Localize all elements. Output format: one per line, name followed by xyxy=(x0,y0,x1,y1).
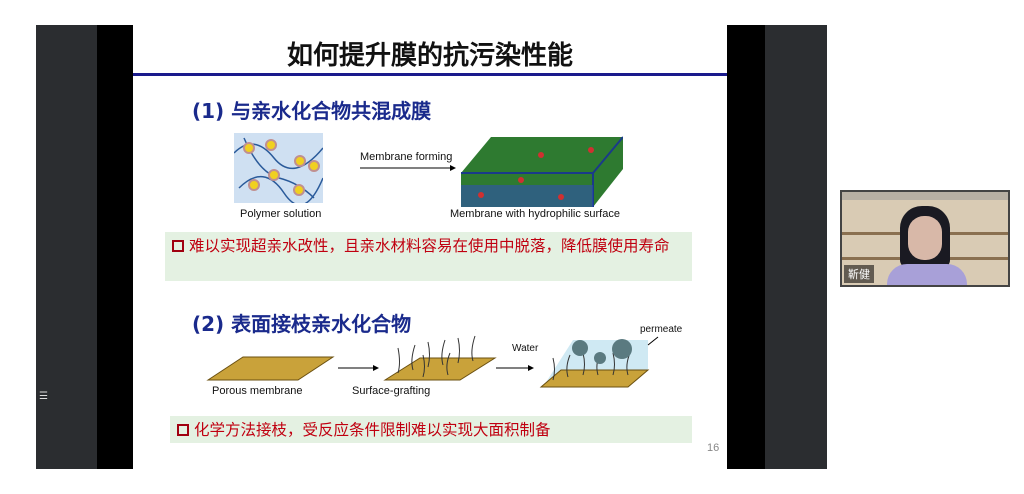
water-label: Water xyxy=(512,343,539,354)
left-panel xyxy=(36,25,97,469)
title-divider xyxy=(133,73,727,76)
slide-title: 如何提升膜的抗污染性能 xyxy=(286,41,573,71)
section1-heading: (1) 与亲水化合物共混成膜 xyxy=(192,99,432,123)
polymer-solution-image xyxy=(234,133,323,203)
section1-note: 难以实现超亲水改性，且亲水材料容易在使用中脱落，降低膜使用寿命 xyxy=(165,232,692,281)
participant-face xyxy=(908,216,942,260)
list-icon[interactable]: ☰ xyxy=(39,391,48,402)
page-number: 16 xyxy=(707,442,720,454)
section2-note: 化学方法接枝，受反应条件限制难以实现大面积制备 xyxy=(170,416,692,443)
surface-grafting-diagram xyxy=(206,335,659,388)
arrow-icon xyxy=(360,165,456,171)
caption-polymer-solution: Polymer solution xyxy=(240,208,322,220)
participant-name: 靳健 xyxy=(844,265,874,283)
section2-note-text: 化学方法接枝，受反应条件限制难以实现大面积制备 xyxy=(194,421,551,439)
section2-heading: (2) 表面接枝亲水化合物 xyxy=(192,312,412,336)
caption-hydrophilic-membrane: Membrane with hydrophilic surface xyxy=(450,208,620,220)
arrow-label: Membrane forming xyxy=(360,151,453,163)
presentation-slide: 如何提升膜的抗污染性能 (1) 与亲水化合物共混成膜 Polymer solut… xyxy=(133,25,727,469)
video-ceiling xyxy=(842,192,1008,200)
permeate-label: permeate xyxy=(640,324,683,335)
hydrophilic-membrane-image xyxy=(461,136,623,207)
section1-note-text: 难以实现超亲水改性，且亲水材料容易在使用中脱落，降低膜使用寿命 xyxy=(189,237,670,255)
participant-body xyxy=(887,264,967,285)
participant-video[interactable]: 靳健 xyxy=(840,190,1010,287)
caption-surface-grafting: Surface-grafting xyxy=(352,385,431,397)
caption-porous-membrane: Porous membrane xyxy=(212,385,303,397)
right-letterbox xyxy=(727,25,765,469)
checkbox-bullet-icon xyxy=(172,240,184,252)
right-panel xyxy=(765,25,827,469)
left-letterbox xyxy=(97,25,133,469)
checkbox-bullet-icon xyxy=(177,424,189,436)
